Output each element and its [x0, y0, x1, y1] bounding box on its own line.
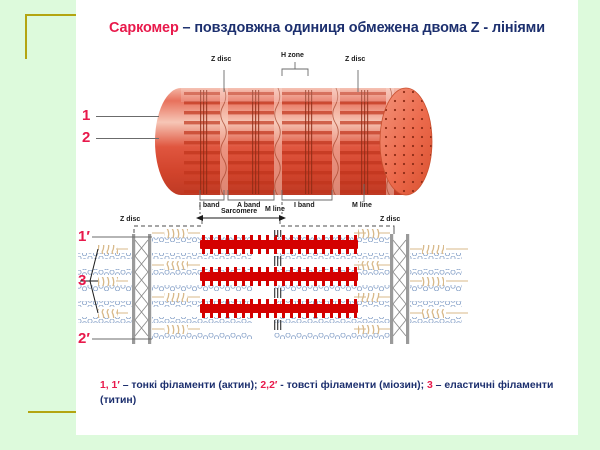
micro-label-z-disc-right: Z disc: [380, 216, 401, 223]
caption-seg-1: – тонкі філаменти (актин);: [119, 380, 261, 391]
micro-label-m-line: M line: [265, 206, 285, 213]
macro-number-1: 1: [82, 107, 91, 124]
m-line-ticks: [274, 230, 282, 330]
title-keyword: Саркомер: [109, 20, 179, 36]
macro-label-z-disc-right: Z disc: [345, 56, 366, 63]
myofibril-svg: [155, 62, 433, 202]
decorative-bottom-rule: [28, 411, 90, 413]
caption-seg-2: 2,2′: [260, 380, 278, 391]
cylinder-body: [155, 87, 433, 196]
actin-thin-filaments: [78, 237, 462, 339]
micro-label-leaders: [133, 228, 395, 233]
title-rest: – повздовжна одиниця обмежена двома Z - …: [178, 20, 546, 36]
micro-label-z-disc-left: Z disc: [120, 216, 141, 223]
caption-seg-0: 1, 1′: [100, 380, 120, 391]
macro-label-z-disc-left: Z disc: [211, 56, 232, 63]
caption-seg-5: – еластичні філаменти (титин): [100, 380, 554, 406]
titin-elastic-filaments: [98, 229, 468, 334]
macro-label-a-band: A band: [237, 202, 261, 209]
macro-number-2: 2: [82, 129, 91, 146]
content-panel: Саркомер – повздовжна одиниця обмежена д…: [76, 0, 578, 435]
macro-leader-2: [96, 138, 159, 139]
myofibril-cylinder-diagram: Z disc H zone Z disc 1 2 I band A band I…: [76, 52, 578, 209]
micro-number-1-prime: 1′: [78, 228, 90, 245]
micro-number-2-prime: 2′: [78, 330, 90, 347]
bottom-band-brackets: [199, 184, 365, 202]
decorative-corner-bracket: [25, 14, 79, 59]
macro-label-m-line: M line: [352, 202, 372, 209]
titin-label-bracket: [80, 248, 99, 314]
macro-label-sarcomere: Sarcomere: [221, 208, 258, 215]
macro-label-i-band-right: I band: [294, 202, 315, 209]
sarcomere-molecular-diagram: Z disc M line Z disc 1′ 3 2′: [76, 206, 578, 348]
caption-seg-4: 3: [427, 380, 433, 391]
myosin-thick-filaments: [200, 235, 358, 318]
caption-seg-3: - товсті філаменти (міозин);: [277, 380, 427, 391]
macro-label-h-zone: H zone: [281, 52, 304, 59]
sarcomere-molecular-svg: [78, 228, 468, 344]
figure-caption: 1, 1′ – тонкі філаменти (актин); 2,2′ - …: [100, 378, 560, 408]
macro-label-i-band-left: I band: [199, 202, 220, 209]
macro-leader-1: [96, 116, 159, 117]
micro-number-3: 3: [78, 272, 87, 289]
slide-title: Саркомер – повздовжна одиниця обмежена д…: [76, 20, 578, 36]
top-callout-leaders: [223, 62, 359, 92]
z-disc-bars: [132, 234, 410, 344]
micro-side-leaders: [92, 236, 152, 340]
